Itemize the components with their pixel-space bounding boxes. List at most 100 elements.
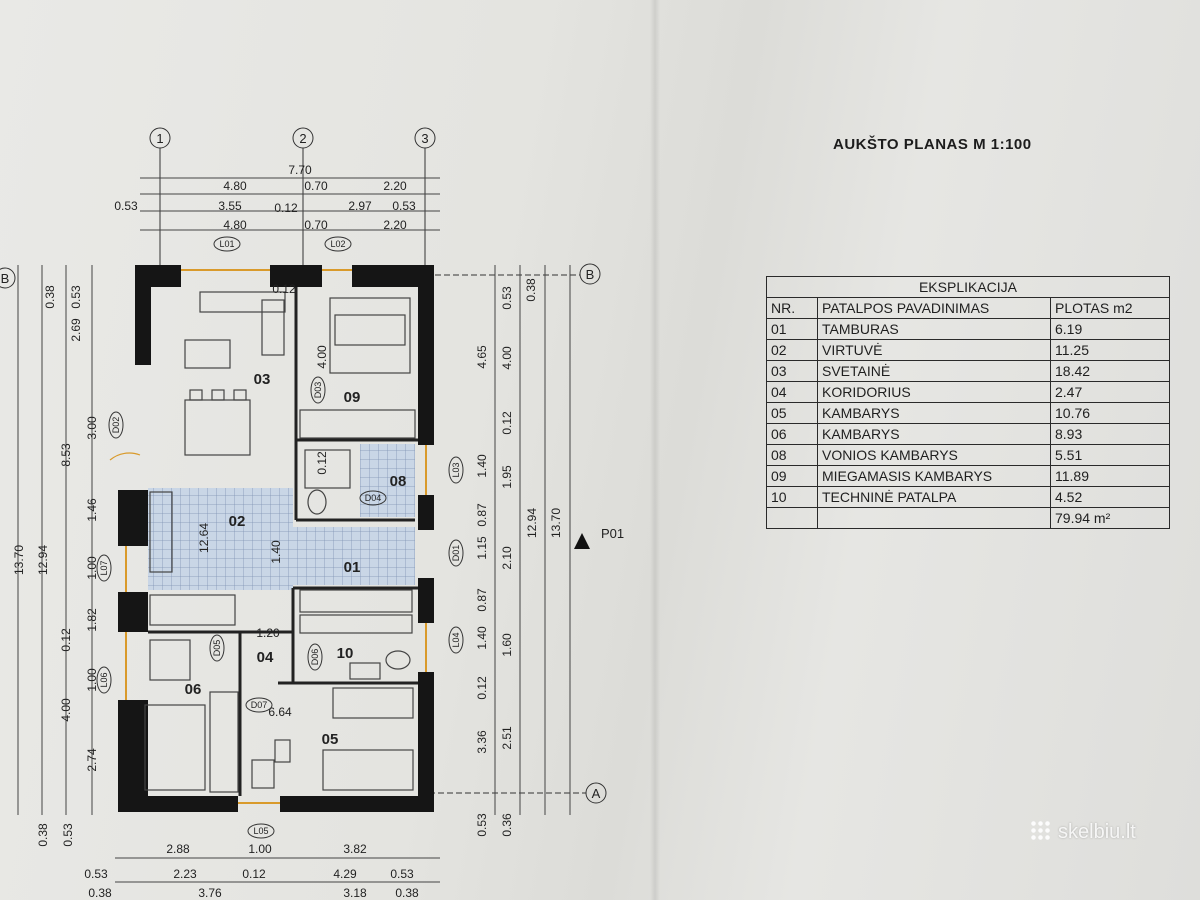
room-area: 11.25 [1050, 339, 1170, 361]
room-number: 08 [390, 473, 407, 490]
dim-text: 1.00 [85, 556, 99, 580]
axis-label-2: 2 [299, 131, 306, 146]
dim-text: 1.00 [85, 668, 99, 692]
dim-text: 2.20 [383, 179, 407, 193]
dim-text: 3.00 [85, 416, 99, 440]
left-dimension-lines [17, 265, 93, 815]
dim-text: 4.80 [223, 179, 247, 193]
svg-text:D05: D05 [212, 640, 222, 657]
dim-text: 3.55 [218, 199, 242, 213]
dim-text: 0.53 [475, 813, 489, 837]
axis-label-a: A [592, 786, 601, 801]
dim-text: 0.38 [43, 285, 57, 309]
total-empty [817, 507, 1051, 529]
opening-tags: L01 L02 L03 D01 L04 L05 L06 L07 D02 D03 … [96, 236, 464, 839]
top-dimension-lines [140, 177, 440, 231]
dim-text: 12.94 [525, 508, 539, 538]
dim-text: 6.64 [268, 705, 292, 719]
exterior-walls [118, 265, 434, 812]
dim-text: 0.38 [36, 823, 50, 847]
furniture [144, 291, 416, 793]
dim-text: 2.23 [173, 867, 197, 881]
room-area: 2.47 [1050, 381, 1170, 403]
window-openings [125, 269, 427, 804]
top-dims: 7.70 4.80 0.70 2.20 0.53 3.55 0.12 2.97 … [114, 163, 416, 232]
room-name: VIRTUVĖ [817, 339, 1051, 361]
dim-text: 4.29 [333, 867, 357, 881]
axis-label-b-left: B [1, 271, 10, 286]
dim-text: 1.82 [85, 608, 99, 632]
room-nr: 04 [766, 381, 818, 403]
svg-text:D03: D03 [313, 382, 323, 399]
svg-text:D04: D04 [365, 493, 382, 503]
room-nr: 08 [766, 444, 818, 466]
dim-text: 0.12 [274, 201, 298, 215]
dim-text: 1.60 [500, 633, 514, 657]
dim-text: 0.70 [304, 218, 328, 232]
tag-L03: L03 [448, 456, 464, 484]
dim-text: 0.38 [524, 278, 538, 302]
room-number: 03 [254, 371, 271, 388]
right-dims: 0.53 0.38 4.65 4.00 0.12 1.40 1.95 0.87 … [475, 278, 563, 837]
room-area: 10.76 [1050, 402, 1170, 424]
room-area: 5.51 [1050, 444, 1170, 466]
dim-text: 3.76 [198, 886, 222, 900]
room-number: 05 [322, 731, 339, 748]
room-area: 18.42 [1050, 360, 1170, 382]
dim-text: 0.36 [500, 813, 514, 837]
tag-D05: D05 [209, 634, 225, 662]
table-caption: EKSPLIKACIJA [766, 276, 1170, 298]
left-dims: 0.38 0.53 2.69 3.00 8.53 1.46 1.00 1.82 … [12, 285, 99, 847]
tag-D04: D04 [359, 490, 387, 506]
dim-text: 1.40 [269, 540, 283, 564]
header-area: PLOTAS m2 [1050, 297, 1170, 319]
header-nr: NR. [766, 297, 818, 319]
room-number: 09 [344, 389, 361, 406]
svg-text:L02: L02 [330, 239, 345, 249]
svg-text:L05: L05 [253, 826, 268, 836]
total-area: 79.94 m² [1050, 507, 1170, 529]
header-name: PATALPOS PAVADINIMAS [817, 297, 1051, 319]
dim-text: 0.12 [315, 451, 329, 475]
dim-text: 0.12 [500, 411, 514, 435]
dim-text: 2.20 [383, 218, 407, 232]
paper-fold [650, 0, 660, 900]
dim-text: 2.10 [500, 546, 514, 570]
room-name: SVETAINĖ [817, 360, 1051, 382]
room-nr: 03 [766, 360, 818, 382]
tag-L02: L02 [324, 236, 352, 252]
room-number: 04 [257, 649, 274, 666]
room-name: TAMBURAS [817, 318, 1051, 340]
room-name: KAMBARYS [817, 402, 1051, 424]
dim-text: 0.53 [84, 867, 108, 881]
right-dimension-lines [494, 265, 571, 815]
dim-text: 0.12 [475, 676, 489, 700]
dim-text: 0.87 [475, 588, 489, 612]
room-name: VONIOS KAMBARYS [817, 444, 1051, 466]
dim-text: 8.53 [59, 443, 73, 467]
room-nr: 02 [766, 339, 818, 361]
tag-L07: L07 [96, 554, 112, 582]
dim-text: 0.70 [304, 179, 328, 193]
tag-L06: L06 [96, 666, 112, 694]
dim-text: 4.80 [223, 218, 247, 232]
room-number: 01 [344, 559, 361, 576]
dim-text: 2.69 [69, 318, 83, 342]
svg-text:L06: L06 [99, 672, 109, 687]
explication-table: EKSPLIKACIJA NR. PATALPOS PAVADINIMAS PL… [766, 276, 1170, 529]
tag-D07: D07 [245, 697, 273, 713]
tiled-floor [148, 444, 415, 590]
dim-text: 0.53 [500, 286, 514, 310]
plan-title: AUKŠTO PLANAS M 1:100 [833, 136, 1032, 153]
tag-L05: L05 [247, 823, 275, 839]
watermark-text: skelbiu.lt [1058, 821, 1136, 843]
dim-text: 0.53 [114, 199, 138, 213]
dim-text: 1.40 [475, 626, 489, 650]
